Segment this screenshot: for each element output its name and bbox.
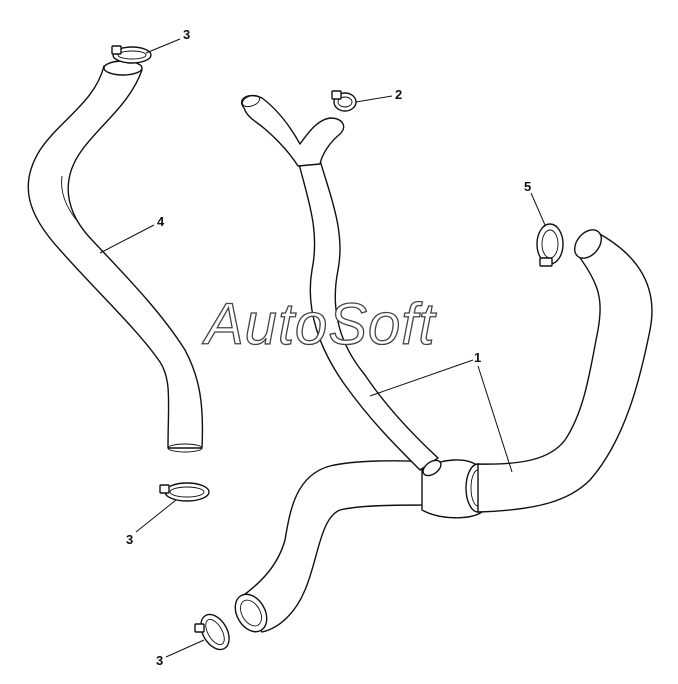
callout-2: 2 bbox=[395, 87, 402, 102]
hose-4 bbox=[27, 60, 204, 453]
hose-clamp-3-middle bbox=[159, 482, 210, 502]
callout-3-middle: 3 bbox=[126, 532, 133, 547]
watermark: AutoSoft bbox=[202, 292, 437, 357]
leader-lines bbox=[99, 38, 546, 658]
hose-clamp-2 bbox=[331, 90, 357, 112]
callout-3-bottom: 3 bbox=[156, 653, 163, 668]
callout-1: 1 bbox=[474, 350, 481, 365]
callout-5: 5 bbox=[524, 179, 531, 194]
hose-clamp-3-top bbox=[111, 45, 152, 64]
callout-3-top: 3 bbox=[183, 27, 190, 42]
pipe-assembly-1 bbox=[234, 94, 653, 633]
callout-4: 4 bbox=[157, 214, 165, 229]
hose-clamp-5 bbox=[536, 223, 564, 267]
hose-clamp-3-bottom bbox=[194, 613, 230, 651]
